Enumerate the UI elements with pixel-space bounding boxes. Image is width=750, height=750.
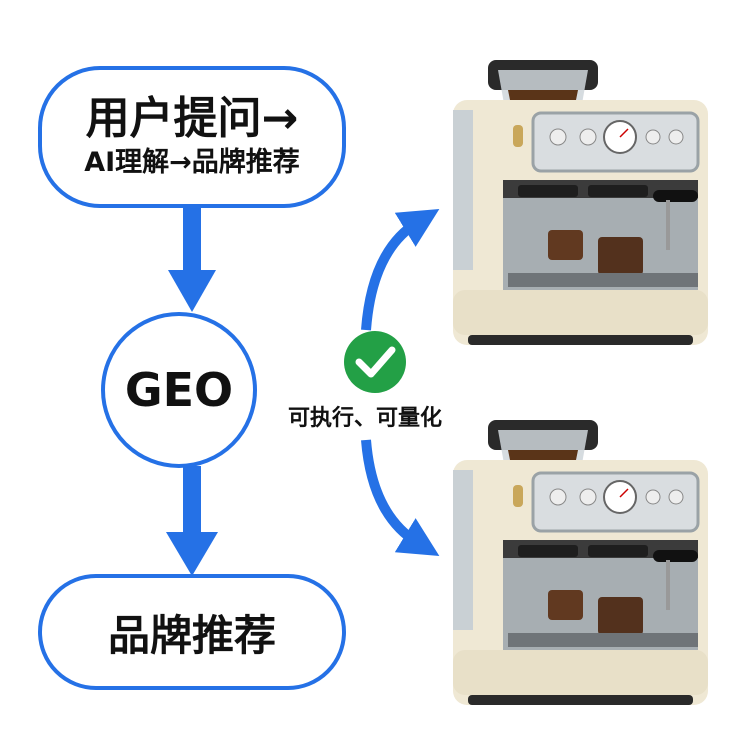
check-circle-icon (344, 331, 406, 393)
user-query-box: 用户提问→ AI理解→品牌推荐 (38, 66, 346, 208)
espresso-machine-image-bottom (448, 405, 718, 710)
espresso-machine-drawing (453, 420, 708, 705)
geo-node: GEO (101, 312, 257, 468)
down-arrow-2 (166, 466, 218, 576)
top-box-line1: 用户提问→ (85, 93, 299, 144)
curved-arrow-up (361, 208, 440, 331)
espresso-machine-drawing (453, 60, 708, 345)
caption-text: 可执行、可量化 (288, 406, 443, 431)
down-arrow-1 (168, 206, 216, 312)
curved-arrow-down (361, 439, 440, 557)
brand-recommendation-box: 品牌推荐 (38, 574, 346, 690)
espresso-machine-image-top (448, 45, 718, 350)
top-box-line2: AI理解→品牌推荐 (84, 147, 300, 178)
